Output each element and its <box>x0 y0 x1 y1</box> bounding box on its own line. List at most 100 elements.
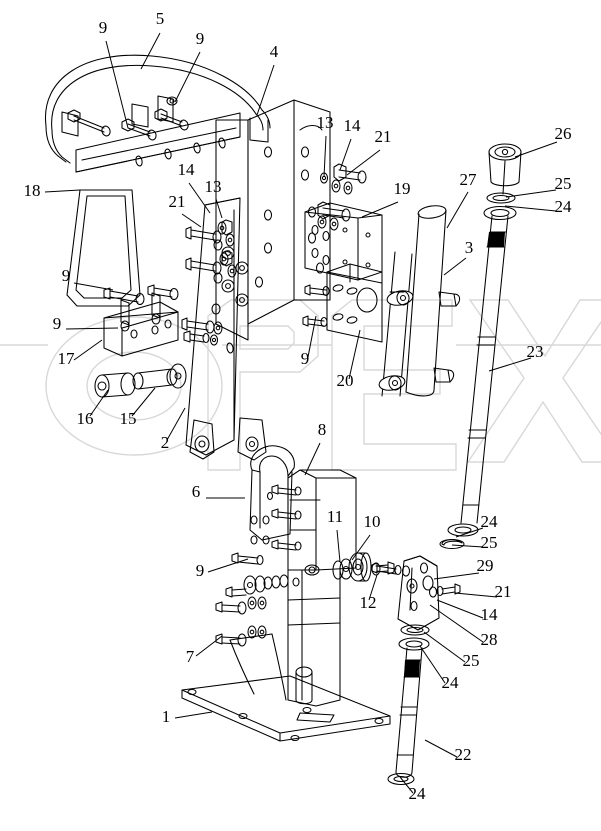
callout-label-c17: 17 <box>58 349 76 368</box>
callout-leader-10 <box>351 534 371 561</box>
callout-label-c9a: 9 <box>99 18 108 37</box>
callout-leader-13 <box>323 135 327 178</box>
part-2-main-column <box>185 197 267 461</box>
callout-label-c24c: 24 <box>442 673 460 692</box>
callout-label-c8: 8 <box>318 420 327 439</box>
callout-leader-24 <box>455 527 484 538</box>
callout-leader-27 <box>446 191 469 229</box>
callout-label-c13b: 13 <box>205 177 222 196</box>
part-15-pivot-pin <box>132 363 187 390</box>
part-16-sleeve <box>94 372 136 398</box>
callout-leader-25 <box>505 189 557 198</box>
part-26-end-cap <box>488 143 522 195</box>
callout-leader-1 <box>174 711 213 719</box>
callout-leader-22 <box>424 739 458 758</box>
part-7-bolt-clusters <box>215 552 289 647</box>
part-9-hoop-bolts <box>61 95 189 141</box>
part-24-seal-ring-lower <box>398 637 430 651</box>
callout-leader-18 <box>44 189 81 193</box>
part-24-seal-ring-bottom <box>387 772 415 786</box>
callout-label-c9b: 9 <box>196 29 205 48</box>
part-25-retaining-ring-mid <box>439 538 465 550</box>
part-9-bracket-bolts <box>103 284 219 346</box>
callout-label-c26: 26 <box>555 124 572 143</box>
callout-leader-14 <box>436 599 484 619</box>
part-1-base-plate <box>181 633 391 742</box>
callout-label-c14a: 14 <box>344 116 362 135</box>
part-29-clevis-yoke <box>371 555 461 631</box>
callout-label-c14c: 14 <box>481 605 499 624</box>
callout-leader-9 <box>207 558 249 573</box>
callout-leader-5 <box>140 32 161 70</box>
callout-leader-17 <box>73 339 103 361</box>
callout-leader-20 <box>348 329 361 380</box>
callout-label-c25b: 25 <box>481 533 498 552</box>
callout-label-c21b: 21 <box>169 192 186 211</box>
callout-label-c22: 22 <box>455 745 472 764</box>
part-11-washer-stack <box>332 558 353 580</box>
callout-leader-9 <box>174 51 201 103</box>
part-21-bolt-stack-top <box>319 163 367 195</box>
callout-label-c18: 18 <box>24 181 41 200</box>
callout-leader-23 <box>488 357 532 372</box>
callout-label-c24b: 24 <box>481 512 499 531</box>
callout-leader-9 <box>307 315 317 358</box>
callout-label-c24a: 24 <box>555 197 573 216</box>
callout-leader-29 <box>433 572 480 580</box>
callout-leader-13 <box>215 198 223 219</box>
part-21-bolt-stack-left <box>181 219 237 335</box>
callout-leader-24 <box>419 645 446 684</box>
callout-label-c15: 15 <box>120 409 137 428</box>
callout-leader-25 <box>451 544 484 548</box>
callout-label-c14b: 14 <box>178 160 196 179</box>
callout-label-c27: 27 <box>460 170 478 189</box>
part-5-cross-band <box>75 112 241 173</box>
callout-leader-28 <box>429 604 484 643</box>
callout-label-c6: 6 <box>192 482 201 501</box>
callout-leader-26 <box>514 141 558 158</box>
callout-leader-11 <box>336 529 341 563</box>
part-27-guide-tube <box>405 205 461 397</box>
callout-leader-21 <box>181 213 202 228</box>
callout-label-c9f: 9 <box>196 561 205 580</box>
callout-label-c12: 12 <box>360 593 377 612</box>
callout-label-c5: 5 <box>156 9 165 28</box>
callout-label-c19: 19 <box>394 179 411 198</box>
callout-leader-2 <box>166 407 186 441</box>
callout-leader-16 <box>89 389 109 417</box>
callout-label-c21c: 21 <box>495 582 512 601</box>
callout-label-c29: 29 <box>477 556 494 575</box>
callout-leader-19 <box>361 201 399 218</box>
callout-label-c24d: 24 <box>409 784 427 803</box>
callout-label-c1: 1 <box>162 707 171 726</box>
callout-label-c2: 2 <box>161 433 170 452</box>
callout-leader-9 <box>65 327 119 330</box>
callout-leader-7 <box>195 635 223 657</box>
callout-label-c10: 10 <box>364 512 381 531</box>
callout-leader-24 <box>399 776 414 794</box>
callout-leader-24 <box>504 205 557 212</box>
callout-label-c21a: 21 <box>375 127 392 146</box>
part-5-hoop-ring <box>44 54 271 164</box>
callout-leader-21 <box>454 592 498 598</box>
part-lower-column <box>287 564 341 707</box>
callout-label-c9c: 9 <box>62 266 71 285</box>
callout-label-c7: 7 <box>186 647 195 666</box>
callout-leader-4 <box>256 64 275 116</box>
part-25-retaining-ring-lower <box>400 624 430 636</box>
callout-leader-25 <box>423 631 466 663</box>
callout-label-c16: 16 <box>77 409 94 428</box>
callout-leader-12 <box>368 574 378 601</box>
callout-leader-14 <box>188 182 211 214</box>
callout-leader-15 <box>131 387 156 417</box>
part-23-upper-rod <box>460 215 509 524</box>
callout-leader-14 <box>339 138 352 171</box>
part-18-support-leg <box>66 189 141 307</box>
callout-label-c23: 23 <box>527 342 544 361</box>
part-10-bushing <box>348 552 372 582</box>
callout-leader-21 <box>346 149 381 176</box>
callout-label-c13a: 13 <box>317 113 334 132</box>
callout-label-c20: 20 <box>337 371 354 390</box>
